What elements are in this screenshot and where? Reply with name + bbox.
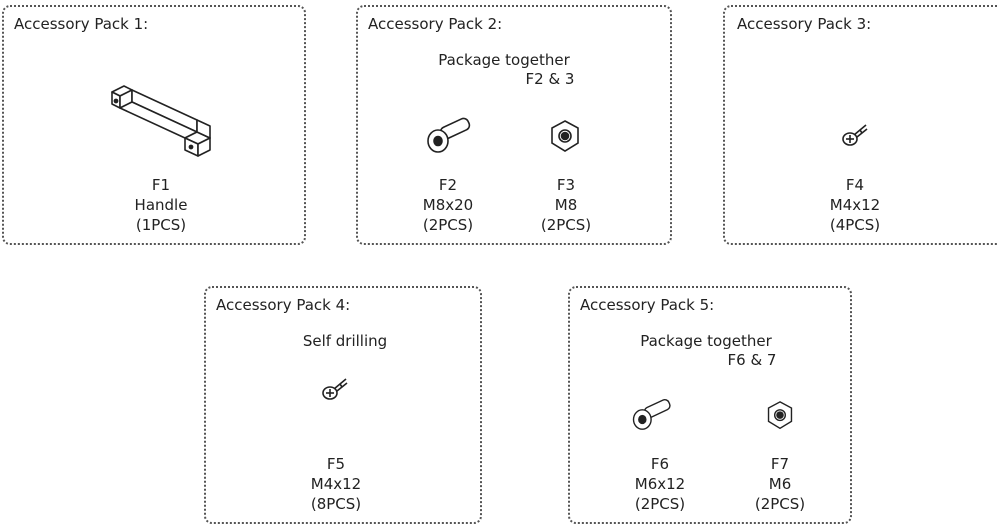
pack-note: Package together F6 & 7: [570, 332, 842, 370]
item-code: F5: [326, 455, 346, 473]
item-desc: M8x20: [422, 196, 474, 214]
self-drilling-screw-icon: [320, 373, 350, 407]
note-line: Package together: [640, 332, 772, 350]
item-qty: (2PCS): [634, 495, 686, 513]
item-qty: (2PCS): [422, 216, 474, 234]
item-desc: M6: [768, 475, 792, 493]
pack-title: Accessory Pack 1:: [14, 15, 149, 33]
handle-icon: [102, 82, 222, 166]
item-f5: F5 M4x12 (8PCS): [286, 454, 386, 514]
item-desc: M8: [554, 196, 578, 214]
item-code: F3: [556, 176, 576, 194]
accessory-pack-4: Accessory Pack 4: Self drilling F5 M4x12…: [204, 286, 482, 524]
nut-icon: [548, 119, 582, 159]
pack-title: Accessory Pack 5:: [580, 296, 715, 314]
pack-note: Self drilling: [206, 332, 484, 351]
item-f4: F4 M4x12 (4PCS): [805, 175, 905, 235]
item-qty: (2PCS): [540, 216, 592, 234]
item-desc: M6x12: [634, 475, 686, 493]
item-code: F2: [438, 176, 458, 194]
item-f2: F2 M8x20 (2PCS): [398, 175, 498, 235]
pack-title: Accessory Pack 3:: [737, 15, 872, 33]
accessory-pack-5: Accessory Pack 5: Package together F6 & …: [568, 286, 852, 524]
note-line: F2 & 3: [525, 70, 575, 88]
accessory-pack-1: Accessory Pack 1: F1 Handle (1PCS): [2, 5, 306, 245]
item-qty: (2PCS): [754, 495, 806, 513]
bolt-icon: [424, 117, 474, 159]
item-qty: (8PCS): [310, 495, 362, 513]
item-code: F1: [151, 176, 171, 194]
item-qty: (4PCS): [829, 216, 881, 234]
item-f6: F6 M6x12 (2PCS): [610, 454, 710, 514]
note-line: Self drilling: [302, 332, 388, 350]
note-line: F6 & 7: [727, 351, 777, 369]
pack-note: Package together F2 & 3: [358, 51, 650, 89]
accessory-pack-2: Accessory Pack 2: Package together F2 & …: [356, 5, 672, 245]
nut-icon: [765, 400, 795, 436]
item-f1: F1 Handle (1PCS): [106, 175, 216, 235]
screw-icon: [840, 119, 870, 153]
item-f7: F7 M6 (2PCS): [730, 454, 830, 514]
item-code: F4: [845, 176, 865, 194]
pack-title: Accessory Pack 2:: [368, 15, 503, 33]
item-desc: Handle: [134, 196, 188, 214]
pack-title: Accessory Pack 4:: [216, 296, 351, 314]
accessory-pack-3: Accessory Pack 3: F4 M4x12 (4PCS): [723, 5, 998, 245]
bolt-icon: [630, 398, 674, 436]
item-qty: (1PCS): [135, 216, 187, 234]
item-code: F7: [770, 455, 790, 473]
item-desc: M4x12: [829, 196, 881, 214]
item-code: F6: [650, 455, 670, 473]
item-desc: M4x12: [310, 475, 362, 493]
item-f3: F3 M8 (2PCS): [516, 175, 616, 235]
note-line: Package together: [438, 51, 570, 69]
